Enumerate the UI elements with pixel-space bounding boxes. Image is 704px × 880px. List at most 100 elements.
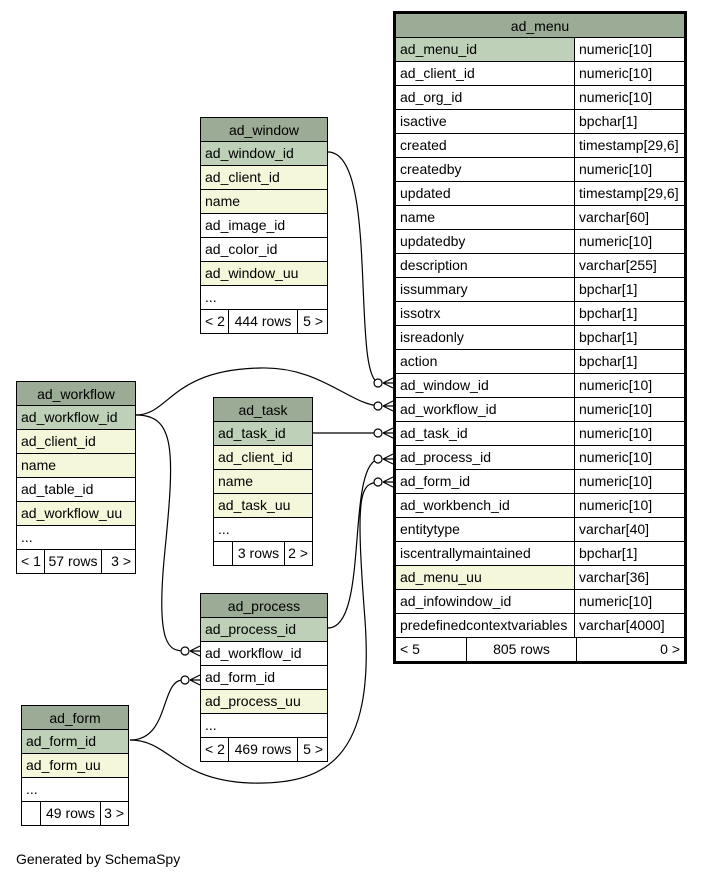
footer-row-count: 57 rows [44,550,101,573]
crowfoot-marker [382,400,394,412]
column-name: ad_process_id [400,449,492,465]
column-name: ad_infowindow_id [400,593,512,609]
column-name: ad_org_id [400,89,463,105]
column-row: ad_workflow_id [201,642,327,666]
column-name: ad_form_id [400,473,471,489]
link-end-marker [373,378,383,388]
column-type: bpchar[1] [574,302,684,325]
footer-row-count: 444 rows [228,310,297,333]
footer-row-count: 3 rows [232,542,284,565]
footer-next-link[interactable]: 3 > [101,550,135,573]
table-title: ad_task [214,398,312,422]
table-title: ad_workflow [17,382,135,406]
link-process-menu [327,458,381,629]
column-row: ad_process_uu [201,690,327,714]
column-name: issummary [400,281,468,297]
column-type: varchar[4000] [574,614,684,637]
column-row: ... [201,286,327,310]
column-name: description [400,257,468,273]
column-row: ad_form_id [22,730,128,754]
column-row: ... [22,778,128,802]
crowfoot-marker [189,645,201,657]
column-name: ad_task_uu [214,494,312,517]
column-type: varchar[60] [574,206,684,229]
column-row: ad_window_id [201,142,327,166]
column-name: ... [21,529,33,545]
link-workflow-menu [135,367,381,416]
column-row: ad_image_id [201,214,327,238]
column-name: isreadonly [400,329,464,345]
footer-prev-link[interactable]: < 2 [205,313,225,329]
column-row: name [214,470,312,494]
footer-next-link[interactable]: 5 > [297,738,327,761]
crowfoot-marker [382,427,394,439]
column-name: ad_menu_id [396,38,574,61]
crowfoot-marker [382,453,394,465]
column-type: bpchar[1] [574,326,684,349]
column-type: numeric[10] [574,494,684,517]
footer-next-link[interactable]: 0 > [576,638,684,661]
column-name: ad_task_id [214,422,312,445]
crowfoot-marker [382,476,394,488]
column-row: isreadonly bpchar[1] [396,326,684,350]
column-name: ad_process_uu [201,690,327,713]
table-title: ad_form [22,706,128,730]
link-form-menu [129,481,381,784]
link-workflow-process [135,414,184,652]
column-name: createdby [400,161,462,177]
column-type: varchar[36] [574,566,684,589]
column-row: ad_client_id [17,430,135,454]
footer-prev-link[interactable]: < 1 [21,553,41,569]
footer-prev-link[interactable]: < 5 [400,641,420,657]
link-end-marker [180,646,190,656]
column-name: ad_image_id [205,217,286,233]
column-name: entitytype [400,521,460,537]
column-row: ad_process_id [201,618,327,642]
column-type: numeric[10] [574,86,684,109]
column-type: numeric[10] [574,230,684,253]
column-row: ... [201,714,327,738]
generated-by-caption: Generated by SchemaSpy [16,851,181,867]
crowfoot-marker [189,674,201,686]
column-type: numeric[10] [574,446,684,469]
footer-prev-link[interactable]: < 2 [205,741,225,757]
footer-next-link[interactable]: 5 > [297,310,327,333]
footer-next-link[interactable]: 2 > [284,542,312,565]
column-row: name [201,190,327,214]
column-type: timestamp[29,6] [574,182,684,205]
link-end-marker [373,477,383,487]
column-row: ad_org_id numeric[10] [396,86,684,110]
column-name: ad_workflow_uu [17,502,135,525]
column-name: ad_task_id [400,425,468,441]
footer-prev-link[interactable] [214,542,232,565]
column-row: ad_task_uu [214,494,312,518]
column-type: numeric[10] [574,374,684,397]
footer-next-link[interactable]: 3 > [100,802,128,825]
column-type: numeric[10] [574,398,684,421]
column-row: ... [17,526,135,550]
column-name: ... [26,781,38,797]
footer-prev-link[interactable] [22,802,40,825]
